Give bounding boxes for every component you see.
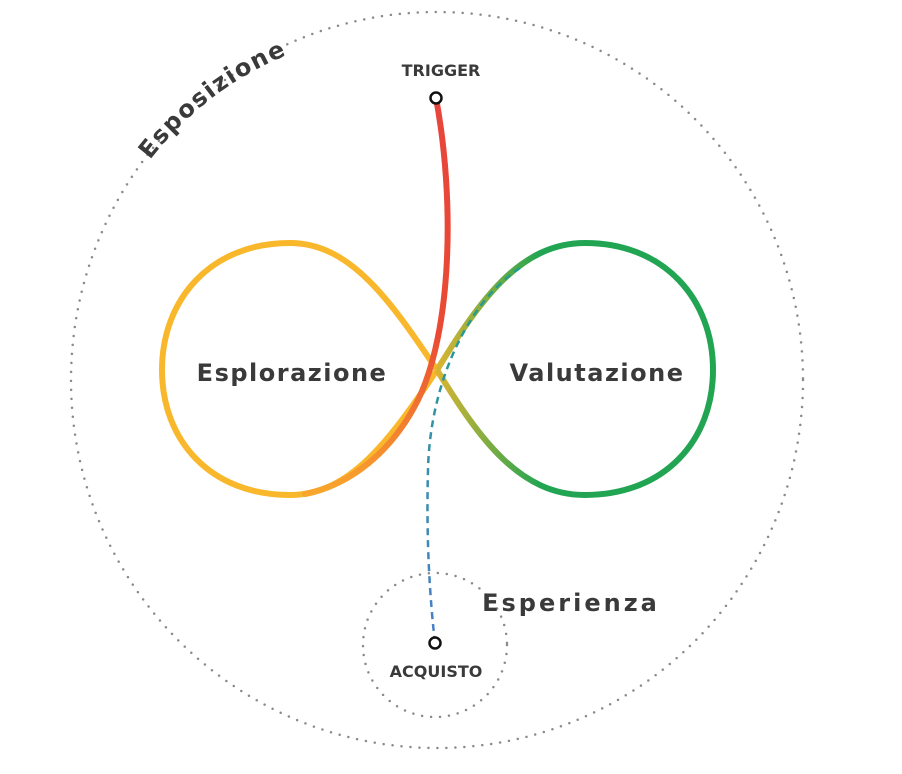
experience-label: Esperienza bbox=[482, 589, 660, 617]
exploration-label: Esplorazione bbox=[197, 359, 388, 387]
exposure-circle bbox=[69, 10, 805, 750]
purchase-node bbox=[428, 636, 442, 650]
exposure-label: Esposizione bbox=[133, 34, 290, 163]
trigger-label: TRIGGER bbox=[402, 61, 481, 80]
trigger-node bbox=[429, 91, 443, 105]
experience-circle bbox=[361, 571, 509, 719]
evaluation-label: Valutazione bbox=[510, 359, 685, 387]
evaluation-loop bbox=[434, 239, 717, 499]
purchase-path bbox=[426, 266, 521, 644]
trigger-path bbox=[302, 95, 451, 497]
purchase-label: ACQUISTO bbox=[390, 662, 483, 681]
